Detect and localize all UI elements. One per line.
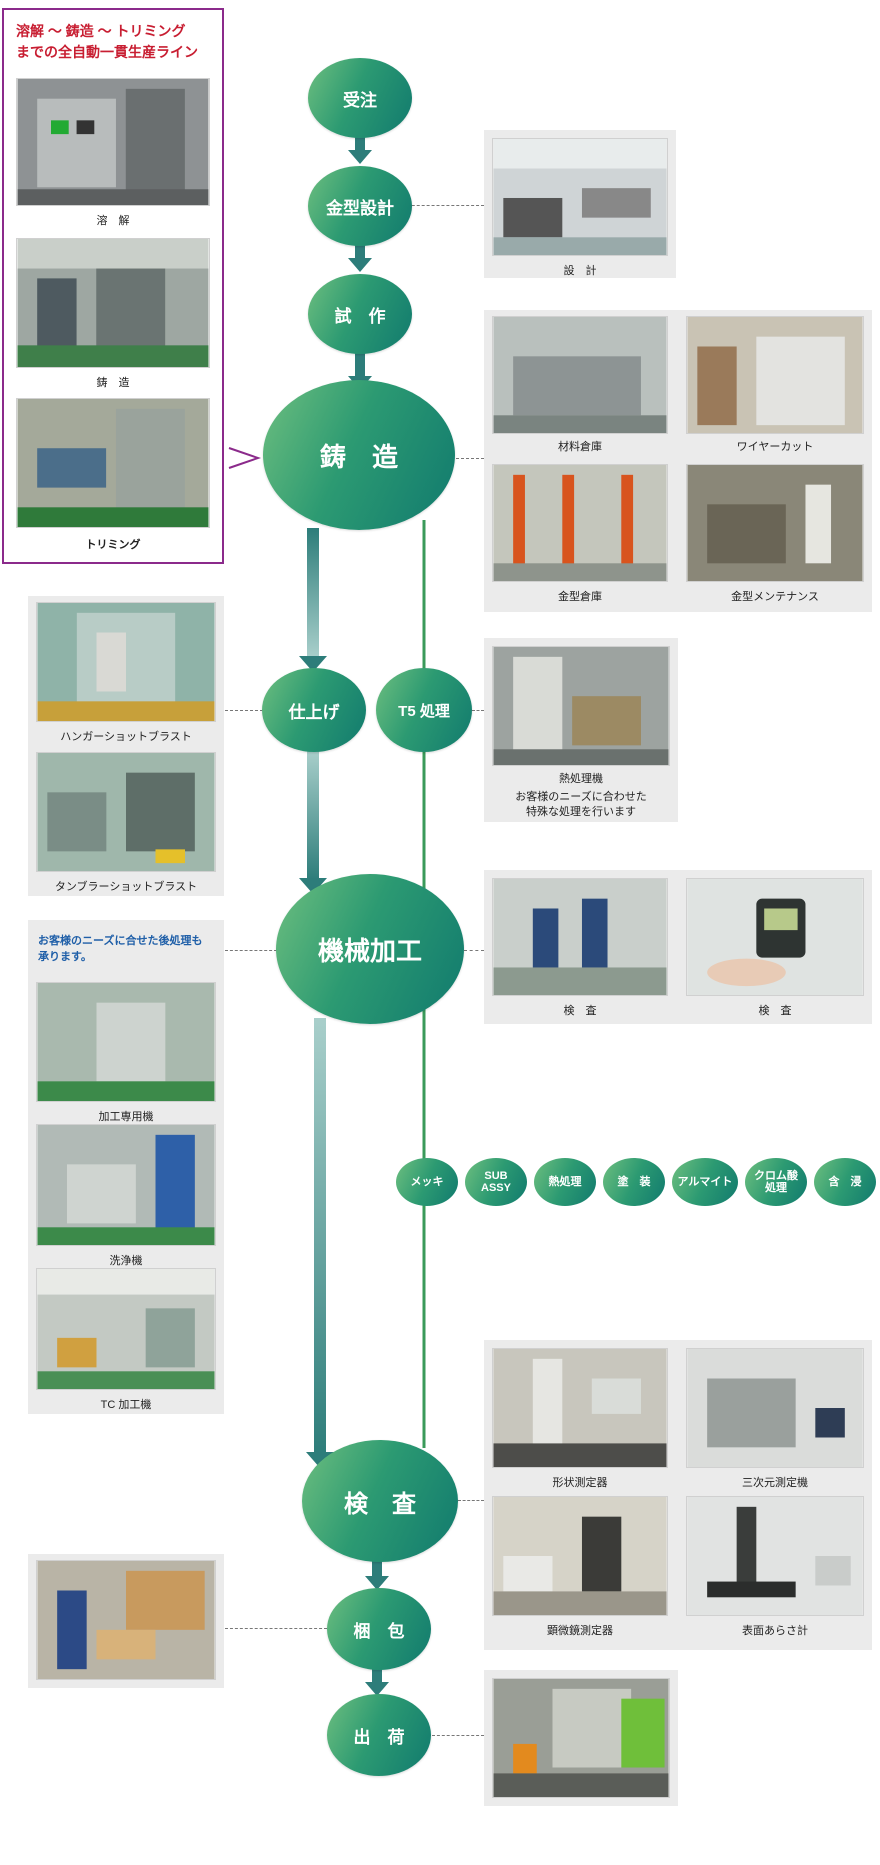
post-heat-treatment: 熱処理 (534, 1158, 596, 1206)
dotted-design (392, 205, 484, 206)
photo-washer (36, 1124, 216, 1246)
dotted-shipping (432, 1735, 484, 1736)
node-prototype: 試 作 (308, 274, 412, 354)
caption-dedicated-machine: 加工専用機 (98, 1111, 154, 1123)
photo-design-office (492, 138, 668, 256)
caption-material-warehouse: 材料倉庫 (558, 441, 602, 453)
auto-line-title-2: までの全自動一貫生産ライン (16, 44, 198, 60)
node-casting: 鋳 造 (263, 380, 455, 530)
photo-hanger-shot-blast (36, 602, 216, 722)
auto-line-pointer (228, 447, 262, 469)
caption-shape-measure: 形状測定器 (552, 1477, 608, 1489)
node-t5: T5 処理 (376, 668, 472, 752)
photo-tc-machine (36, 1268, 216, 1390)
dotted-machining-left (225, 950, 277, 951)
caption-casting-line: 鋳 造 (96, 377, 130, 389)
node-order: 受注 (308, 58, 412, 138)
photo-casting-line (16, 238, 210, 368)
arrow-design-to-prototype (348, 242, 372, 272)
machining-note-1: お客様のニーズに合せた後処理も (38, 935, 203, 947)
t5-note-1: お客様のニーズに合わせた (515, 791, 647, 803)
arrow-casting-to-finishing (299, 528, 327, 672)
caption-cmm: 三次元測定機 (742, 1477, 808, 1489)
photo-wire-cut (686, 316, 864, 434)
post-alumite: アルマイト (672, 1158, 738, 1206)
node-shipping: 出 荷 (327, 1694, 431, 1776)
caption-design: 設 計 (563, 265, 597, 277)
caption-melting: 溶 解 (96, 215, 130, 227)
post-chromate: クロム酸 処理 (745, 1158, 807, 1206)
photo-shape-measure (492, 1348, 668, 1468)
arrow-packing-to-shipping (365, 1666, 389, 1696)
photo-melting (16, 78, 210, 206)
photo-tumbler-shot-blast (36, 752, 216, 872)
caption-check-line: 検 査 (563, 1005, 597, 1017)
caption-heat-treatment: 熱処理機 (559, 773, 603, 785)
auto-line-title-1: 溶解 〜 鋳造 〜 トリミング (16, 23, 186, 39)
photo-shipping-truck (492, 1678, 670, 1798)
caption-surface-roughness: 表面あらさ計 (742, 1625, 808, 1637)
arrow-order-to-design (348, 134, 372, 164)
caption-mold-maintenance: 金型メンテナンス (731, 591, 819, 603)
photo-mold-maintenance (686, 464, 864, 582)
caption-mold-warehouse: 金型倉庫 (558, 591, 602, 603)
arrow-finishing-to-machining (299, 750, 327, 894)
photo-packing (36, 1560, 216, 1680)
node-mold-design: 金型設計 (308, 166, 412, 246)
node-machining: 機械加工 (276, 874, 464, 1024)
photo-check-line (492, 878, 668, 996)
dotted-finishing (225, 710, 263, 711)
photo-cmm (686, 1348, 864, 1468)
caption-hanger-shot-blast: ハンガーショットブラスト (60, 731, 192, 743)
photo-check-gauge (686, 878, 864, 996)
photo-heat-treatment (492, 646, 670, 766)
post-sub-assy: SUB ASSY (465, 1158, 527, 1206)
dotted-inspection (458, 1500, 484, 1501)
arrow-inspection-to-packing (365, 1560, 389, 1590)
photo-surface-roughness (686, 1496, 864, 1616)
photo-microscope-measure (492, 1496, 668, 1616)
caption-trimming: トリミング (85, 539, 141, 551)
node-finishing: 仕上げ (262, 668, 366, 752)
dotted-casting (456, 458, 484, 459)
node-packing: 梱 包 (327, 1588, 431, 1670)
caption-microscope-measure: 顕微鏡測定器 (547, 1625, 613, 1637)
post-impregnation: 含 浸 (814, 1158, 876, 1206)
photo-material-warehouse (492, 316, 668, 434)
arrow-machining-to-inspection (306, 1018, 334, 1468)
dotted-machining-right (464, 950, 484, 951)
dotted-t5 (472, 710, 484, 711)
caption-tumbler-shot-blast: タンブラーショットブラスト (54, 881, 198, 893)
post-painting: 塗 装 (603, 1158, 665, 1206)
node-inspection: 検 査 (302, 1440, 458, 1562)
caption-wire-cut: ワイヤーカット (736, 441, 814, 453)
photo-trimming (16, 398, 210, 528)
t5-note-2: 特殊な処理を行います (526, 806, 636, 818)
dotted-packing (225, 1628, 327, 1629)
machining-note-2: 承ります。 (38, 951, 92, 963)
photo-mold-warehouse (492, 464, 668, 582)
photo-dedicated-machine (36, 982, 216, 1102)
caption-washer: 洗浄機 (109, 1255, 143, 1267)
caption-tc-machine: TC 加工機 (100, 1399, 152, 1411)
caption-check-gauge: 検 査 (758, 1005, 792, 1017)
post-plating: メッキ (396, 1158, 458, 1206)
